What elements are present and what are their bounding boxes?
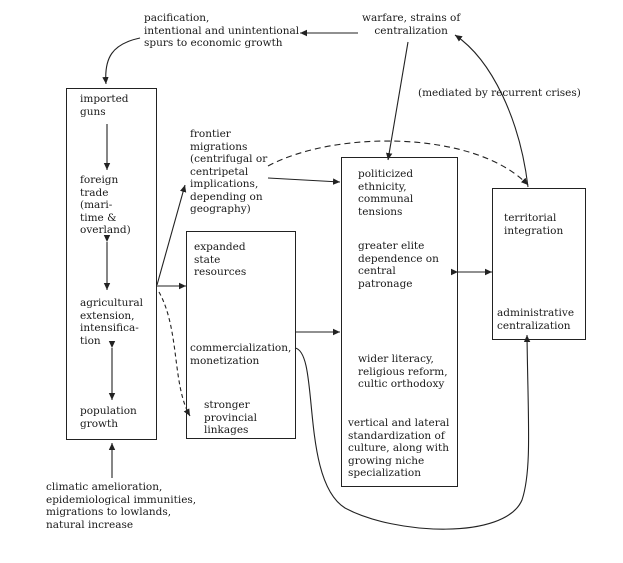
label-vertical: vertical and lateral standardization of …: [348, 417, 450, 479]
label-stronger: stronger provincial linkages: [204, 399, 257, 436]
label-commercialization: commercialization, monetization: [190, 342, 292, 367]
label-territorial: territorial integration: [504, 212, 564, 237]
arrow-commercialization-to-administrative: [294, 334, 531, 530]
arrow-territorial-to-warfare: [454, 34, 529, 188]
label-expanded: expanded state resources: [194, 241, 247, 278]
label-frontier: frontier migrations (centrifugal or cent…: [190, 128, 268, 215]
arrow-frontier-to-territorial-dashed: [267, 140, 529, 186]
arrow-pacification-to-box1: [102, 37, 141, 85]
box-central-effects: [341, 157, 458, 487]
label-warfare: warfare, strains of centralization: [362, 12, 461, 37]
arrow-box1-to-frontier: [156, 184, 187, 286]
box-state-resources: [186, 231, 296, 439]
label-mediated: (mediated by recurrent crises): [418, 87, 581, 99]
arrow-box1-to-linkages-dashed: [158, 291, 191, 417]
label-wider-literacy: wider literacy, religious reform, cultic…: [358, 353, 448, 390]
box-economic-drivers: [66, 88, 157, 440]
label-population: population growth: [80, 405, 137, 430]
label-climatic: climatic amelioration, epidemiological i…: [46, 481, 197, 531]
label-greater-elite: greater elite dependence on central patr…: [358, 240, 439, 290]
arrow-warfare-to-politicized: [386, 41, 409, 161]
label-imported-guns: imported guns: [80, 93, 129, 118]
label-administrative: administrative centralization: [497, 307, 575, 332]
box-integration: [492, 188, 586, 340]
label-pacification: pacification, intentional and unintentio…: [144, 12, 300, 49]
arrow-frontier-to-politicized: [267, 177, 341, 185]
label-agricultural: agricultural extension, intensifica- tio…: [80, 297, 143, 347]
label-foreign-trade: foreign trade (mari- time & overland): [80, 174, 131, 236]
label-politicized: politicized ethnicity, communal tensions: [358, 168, 414, 218]
